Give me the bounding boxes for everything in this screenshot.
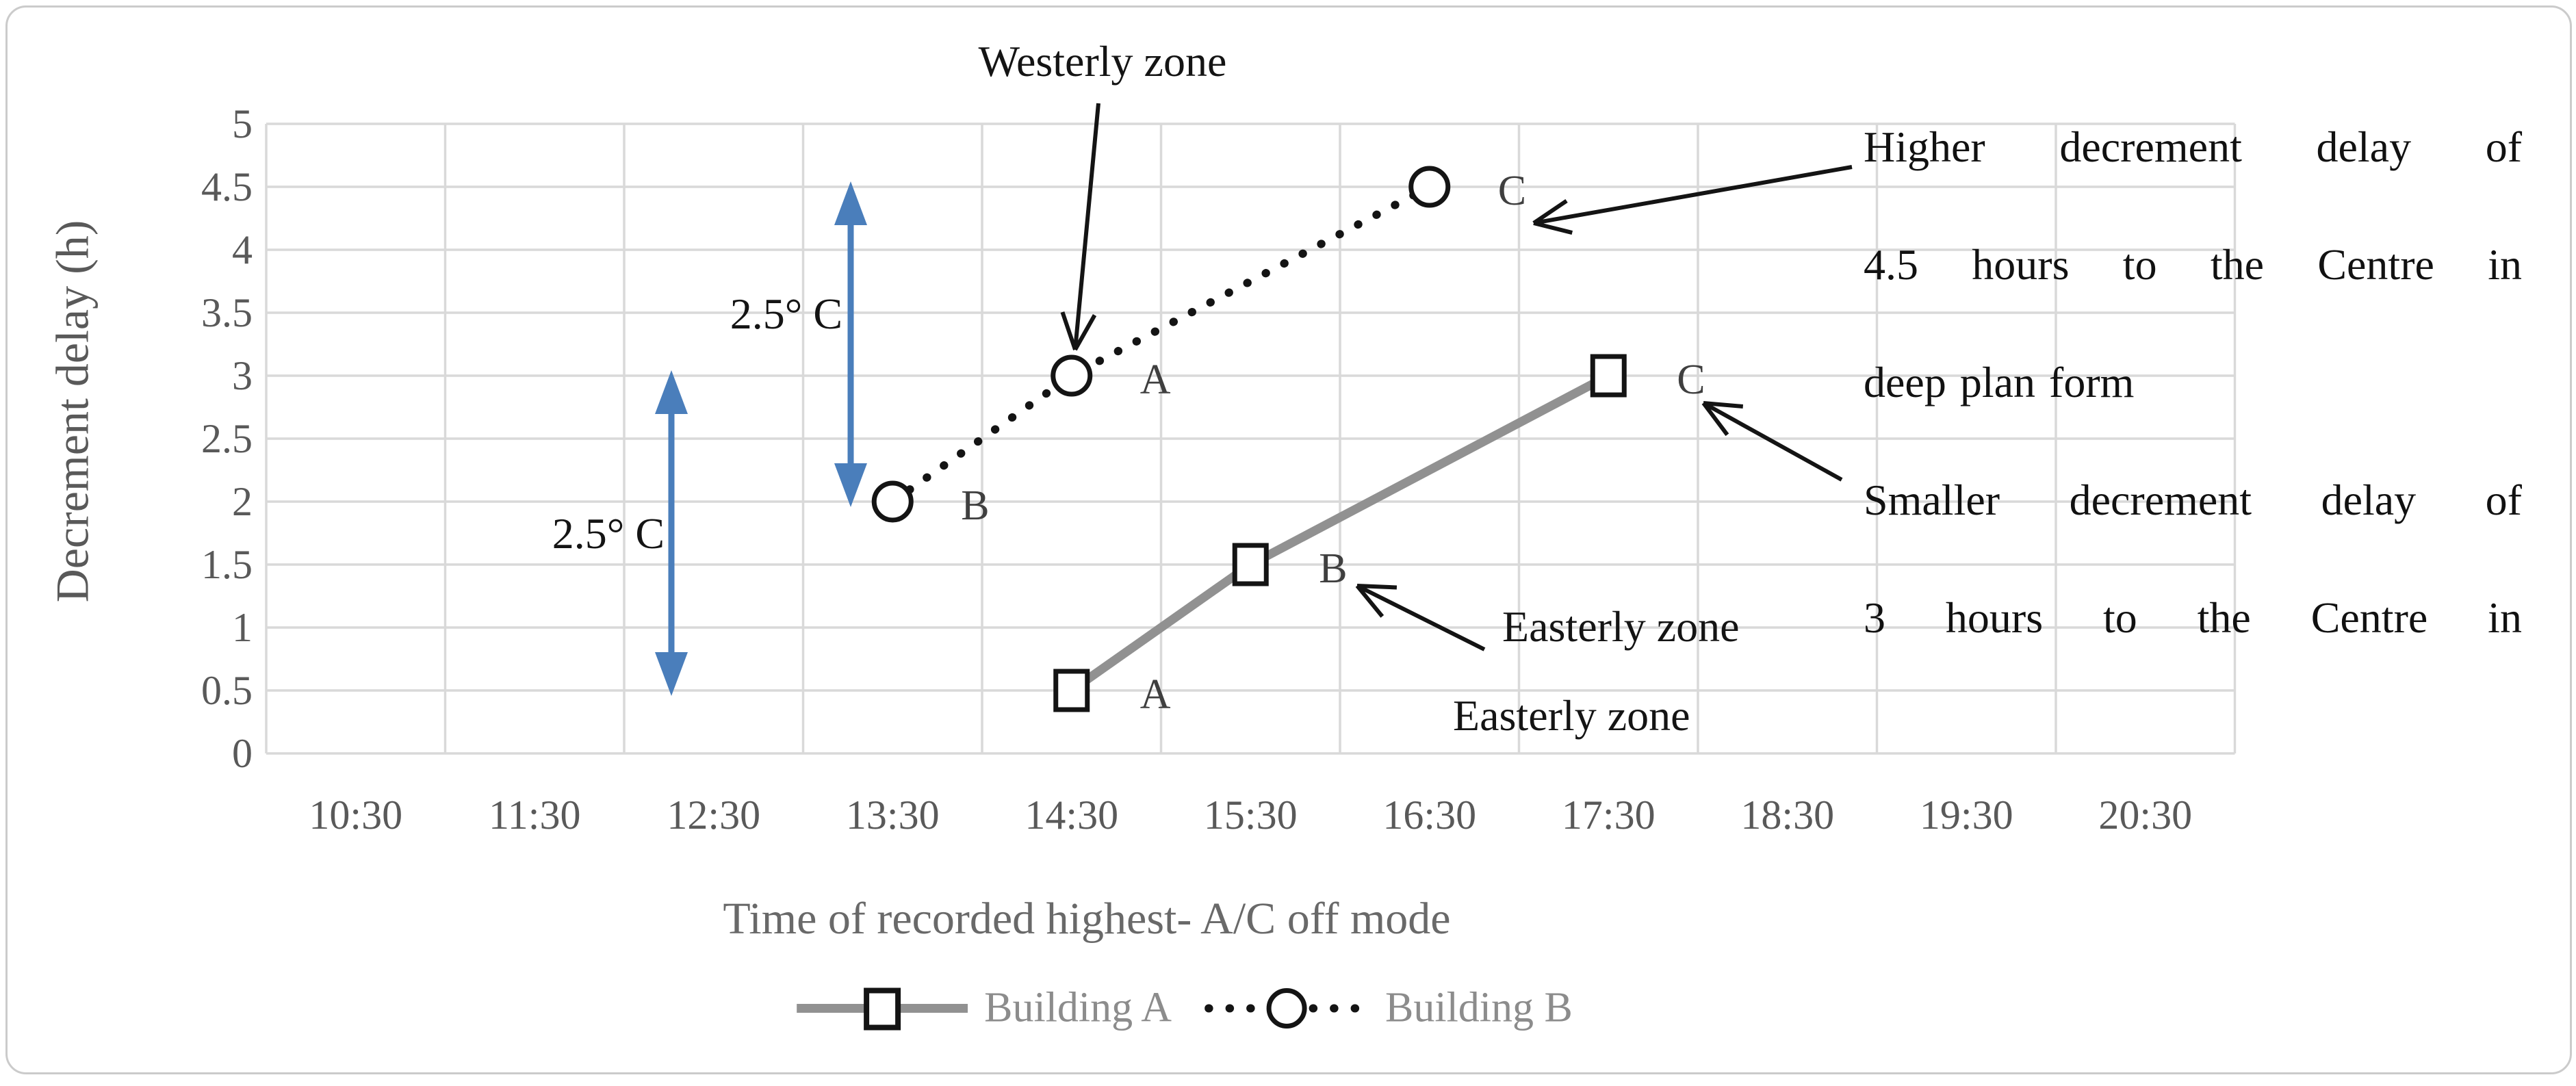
x-tick-label: 17:30 [1561,792,1656,838]
delta-arrow-head-down [834,463,867,507]
marker-circle-building-b [1408,166,1451,208]
arrow-easterly-zone [1356,584,1486,651]
delta-arrow-head-up [655,370,688,414]
point-label: B [961,482,989,529]
x-tick-label: 16:30 [1382,792,1477,838]
arrow-westerly-zone [1073,103,1100,350]
x-tick-label: 19:30 [1919,792,2013,838]
y-tick-label: 3 [232,353,253,398]
y-tick-label: 0 [232,731,253,776]
x-tick-label: 13:30 [845,792,940,838]
arrow-note-smaller-delay-head [1703,401,1744,409]
legend: Building A Building B [797,984,1573,1033]
y-tick-label: 3.5 [201,290,253,335]
x-axis-title: Time of recorded highest- A/C off mode [723,894,1451,944]
x-tick-label: 12:30 [667,792,761,838]
annotation-westerly-zone: Westerly zone [978,37,1227,86]
arrow-westerly-zone-head [1060,311,1077,350]
annotation-easterly-zone-2: Easterly zone [1453,691,1690,740]
y-tick-label: 4 [232,227,253,272]
plot-area: A B C B A C [265,103,2237,755]
legend-item-building-b: Building B [1205,984,1573,1033]
x-tick-label: 18:30 [1740,792,1835,838]
arrow-note-higher-delay-head [1533,221,1573,235]
arrow-note-higher-delay-head [1532,199,1568,225]
x-tick-label: 11:30 [489,792,581,838]
marker-square-building-a [1590,354,1627,398]
legend-swatch-building-b-dotted-circle [1205,987,1369,1029]
point-label: A [1140,357,1171,403]
marker-square-building-a [1232,543,1269,586]
y-tick-label: 2 [232,479,253,524]
legend-label-building-a: Building A [984,984,1172,1031]
arrow-westerly-zone-head [1073,314,1097,351]
legend-label-building-b: Building B [1385,984,1573,1031]
point-label: C [1677,357,1705,403]
marker-circle-building-b [1051,354,1093,397]
arrow-note-higher-delay [1533,165,1853,225]
annotation-easterly-zone-1: Easterly zone [1502,602,1740,651]
point-label: A [1140,671,1171,718]
y-tick-label: 0.5 [201,668,253,713]
arrow-note-smaller-delay [1702,401,1843,482]
x-tick-label: 14:30 [1025,792,1119,838]
y-tick-label: 4.5 [201,164,253,209]
x-tick-label: 15:30 [1203,792,1298,838]
x-tick-label: 20:30 [2098,792,2193,838]
arrow-easterly-zone-head [1355,584,1384,618]
legend-item-building-a: Building A [797,984,1172,1033]
delta-arrow-head-down [655,652,688,696]
y-tick-label: 5 [232,101,253,146]
arrow-easterly-zone-head [1356,584,1398,590]
y-tick-label: 1.5 [201,542,253,587]
y-tick-label: 1 [232,605,253,650]
arrow-note-smaller-delay-head [1701,402,1729,437]
x-tick-label: 10:30 [309,792,403,838]
legend-swatch-building-a-line-square [797,987,968,1030]
point-label: C [1498,168,1526,214]
y-tick-label: 2.5 [201,416,253,461]
marker-square-building-a [1053,669,1090,712]
delta-arrow-head-up [834,181,867,225]
annotation-delta-label-2: 2.5° C [730,289,842,338]
point-label: B [1319,545,1347,592]
annotation-delta-label-1: 2.5° C [552,509,665,558]
marker-circle-building-b [871,480,914,523]
